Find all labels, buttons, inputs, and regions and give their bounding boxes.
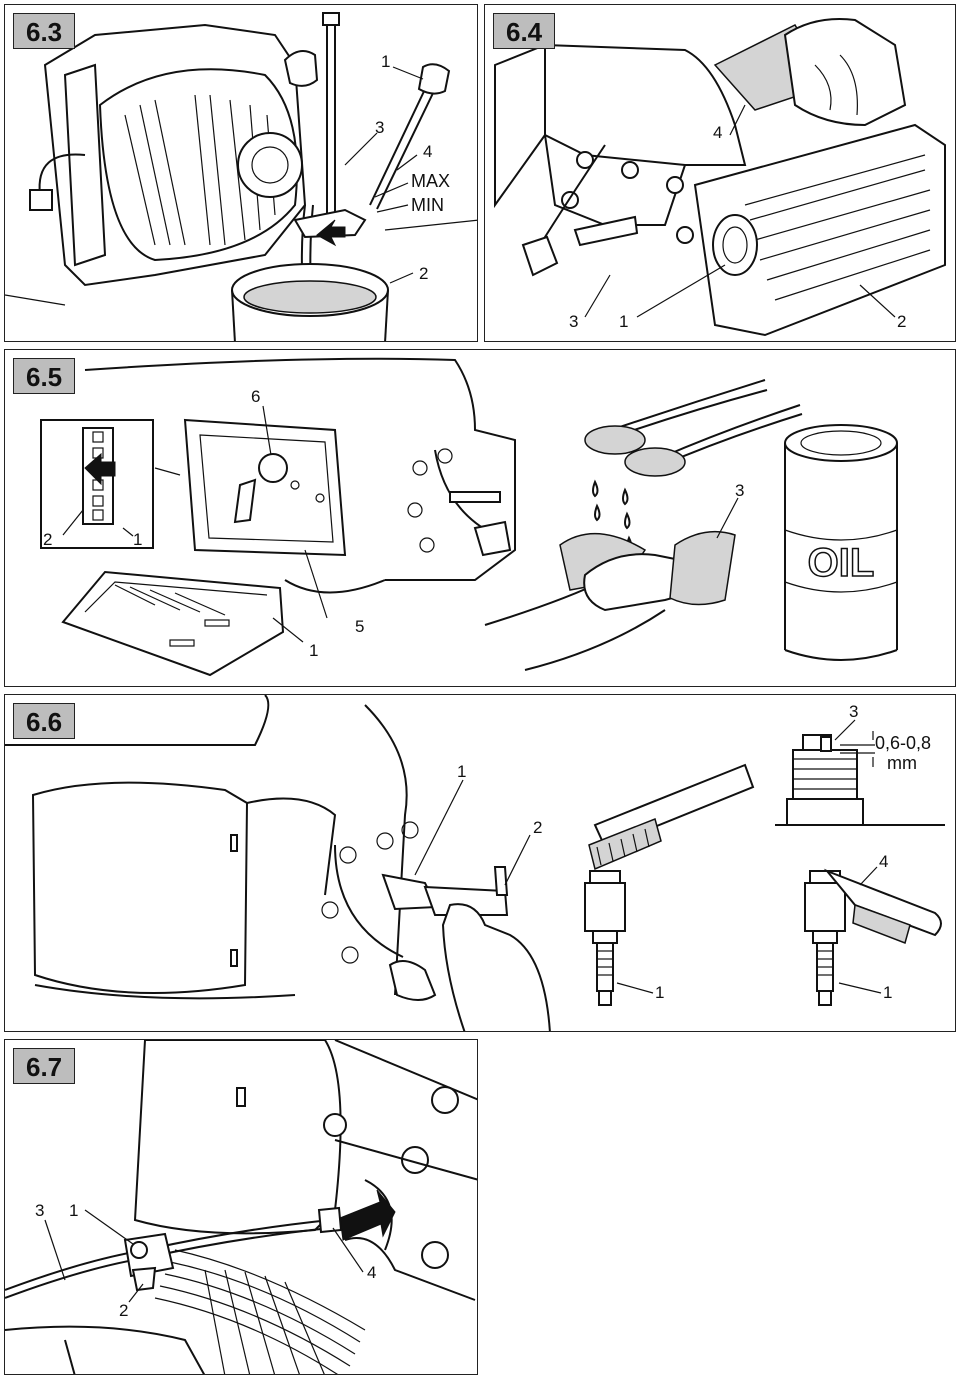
panel-6-6: 1 2 3 0,6-0,8 mm 4 1 1 6.6	[4, 694, 956, 1032]
label-4: 4	[879, 852, 888, 871]
label-2: 2	[533, 818, 542, 837]
gap-unit: mm	[887, 753, 917, 773]
label-min: MIN	[411, 195, 444, 215]
label-3: 3	[375, 118, 384, 137]
panel-number: 6.5	[13, 358, 76, 394]
label-1: 1	[381, 52, 390, 71]
label-2: 2	[43, 530, 52, 549]
panel-6-5: OIL 6 2 1 5 1 3 6.5	[4, 349, 956, 687]
panel-number: 6.4	[493, 13, 556, 49]
label-1-plug-right: 1	[883, 983, 892, 1002]
label-1-tray: 1	[309, 641, 318, 660]
label-1-plug-left: 1	[655, 983, 664, 1002]
label-1: 1	[69, 1201, 78, 1220]
label-max: MAX	[411, 171, 450, 191]
label-3: 3	[35, 1201, 44, 1220]
panel-number: 6.7	[13, 1048, 76, 1084]
oil-refill-illustration: 1 3 4 MAX MIN 2	[5, 12, 477, 341]
label-2: 2	[419, 264, 428, 283]
gap-value: 0,6-0,8	[875, 733, 931, 753]
label-2: 2	[119, 1301, 128, 1320]
panel-number: 6.6	[13, 703, 76, 739]
spark-plug-illustration: 1 2 3 0,6-0,8 mm 4 1 1	[5, 695, 945, 1031]
label-2: 2	[897, 312, 906, 331]
label-4: 4	[367, 1263, 376, 1282]
air-filter-illustration: OIL 6 2 1 5 1 3	[40, 357, 898, 677]
label-3: 3	[735, 481, 744, 500]
oil-can-text: OIL	[808, 541, 875, 585]
label-1: 1	[619, 312, 628, 331]
label-5: 5	[355, 617, 364, 636]
throttle-cable-illustration: 3 1 2 4	[5, 1040, 477, 1374]
panel-6-4: 4 3 1 2 6.4	[484, 4, 956, 342]
label-4: 4	[423, 142, 432, 161]
muffler-cleaning-illustration: 4 3 1 2	[494, 18, 946, 337]
panel-6-7: 3 1 2 4 6.7	[4, 1039, 478, 1375]
label-3: 3	[569, 312, 578, 331]
label-1: 1	[133, 530, 142, 549]
label-1: 1	[457, 762, 466, 781]
label-4: 4	[713, 123, 722, 142]
panel-number: 6.3	[13, 13, 76, 49]
label-6: 6	[251, 387, 260, 406]
panel-6-3: 1 3 4 MAX MIN 2 6.3	[4, 4, 478, 342]
label-3: 3	[849, 702, 858, 721]
